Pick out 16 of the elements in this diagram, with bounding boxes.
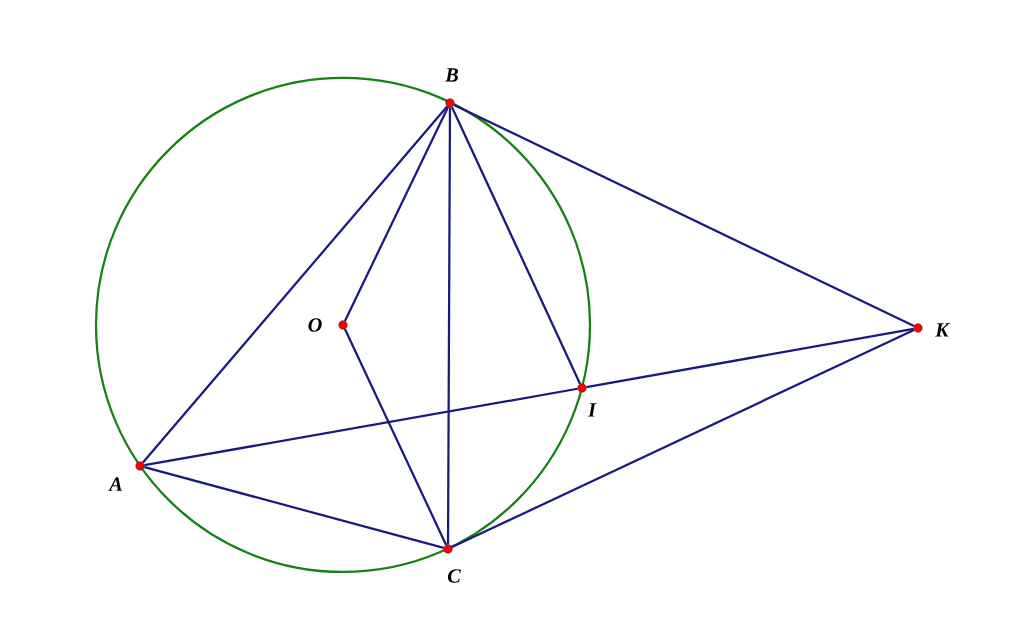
line-segment [343,106,450,322]
point-label: C [447,569,461,583]
line-segment [453,103,915,328]
point-label: I [587,403,597,417]
point-label: O [308,318,322,332]
line-segment [142,105,448,464]
point-label: K [935,323,950,337]
line-segment [446,107,452,545]
line-segment [450,106,582,385]
line-segment [343,328,448,546]
point-label: B [445,68,458,82]
line-segment [144,466,444,549]
line-segment [586,327,914,389]
point-label: A [108,477,122,491]
line-segment [451,328,915,549]
line-segment [144,387,578,467]
